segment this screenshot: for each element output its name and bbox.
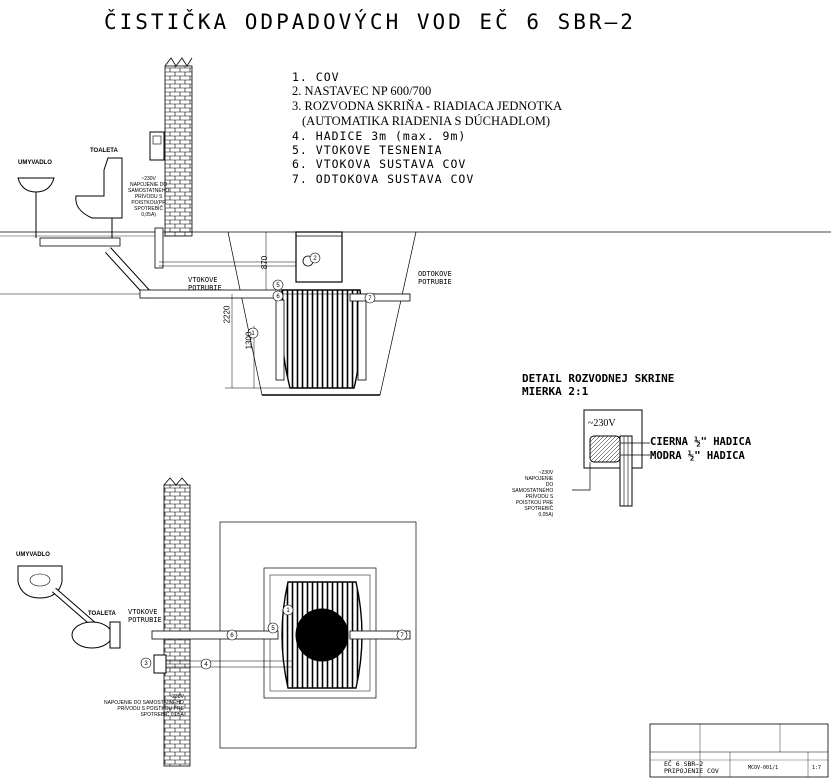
title-block-name-line1: EČ 6 SBR–2 xyxy=(664,760,704,768)
tank-opening xyxy=(295,608,349,662)
plan-label-toaleta: TOALETA xyxy=(88,611,116,617)
title-block-name: EČ 6 SBR–2 PRIPOJENIE COV xyxy=(664,761,719,775)
title-block-sheet: 1:7 xyxy=(812,765,822,771)
inlet-pipe-plan xyxy=(151,630,279,640)
dimension-2220: 2220 xyxy=(222,305,232,324)
label-toaleta: TOALETA xyxy=(90,148,118,154)
detail-voltage: ~230V xyxy=(588,418,616,429)
label-230v-section: ~230V NAPOJENIE DO SAMOSTATNÉHO PRÍVODU … xyxy=(128,176,170,218)
dimension-1300: 1300 xyxy=(244,331,254,350)
hose-riser xyxy=(154,227,164,269)
legend-item: 7. ODTOKOVA SUSTAVA COV xyxy=(292,172,475,186)
svg-text:4: 4 xyxy=(204,662,208,668)
plan-label-230v: ~230V NAPOJENIE DO SAMOSTATNÉHO PRÍVODU … xyxy=(104,694,184,718)
drain-pipe xyxy=(39,237,121,247)
control-box xyxy=(149,131,165,161)
svg-text:6: 6 xyxy=(230,633,234,639)
svg-text:3: 3 xyxy=(144,661,148,667)
blower xyxy=(589,435,621,463)
drawing-title: ČISTIČKA ODPADOVÝCH VOD EČ 6 SBR–2 xyxy=(104,10,636,34)
detail-view xyxy=(572,409,650,507)
title-block-name-line2: PRIPOJENIE COV xyxy=(664,767,719,775)
label-inlet-pipe: VTOKOVE POTRUBIE xyxy=(188,276,222,292)
svg-text:5: 5 xyxy=(276,283,280,289)
title-block xyxy=(649,723,829,778)
plan-label-umyvadlo: UMYVADLO xyxy=(16,552,50,558)
dimension-870: 870 xyxy=(260,255,270,270)
brick-wall xyxy=(164,65,193,237)
title-block-drawing-no: MCOV-001/1 xyxy=(748,765,779,771)
svg-text:2: 2 xyxy=(313,256,317,262)
detail-blue-hose: MODRA ½" HADICA xyxy=(650,450,745,462)
washbasin xyxy=(17,177,55,193)
svg-text:6: 6 xyxy=(276,294,280,300)
legend-item: (AUTOMATIKA RIADENIA S DÚCHADLOM) xyxy=(302,114,551,128)
legend-item: 2. NASTAVEC NP 600/700 xyxy=(292,84,432,98)
legend-item: 3. ROZVODNA SKRIŇA - RIADIACA JEDNOTKA xyxy=(292,99,563,113)
detail-title-line1: DETAIL ROZVODNEJ SKRINE xyxy=(522,372,675,385)
detail-black-hose: CIERNA ½" HADICA xyxy=(650,436,752,448)
control-box-plan xyxy=(153,654,167,674)
section-view: 2 1 5 6 7 xyxy=(0,57,831,396)
plan-label-inlet-pipe: VTOKOVE POTRUBIE xyxy=(128,608,162,624)
toilet-plan xyxy=(71,621,113,649)
svg-text:5: 5 xyxy=(271,626,275,632)
svg-text:7: 7 xyxy=(400,633,404,639)
legend-item: 6. VTOKOVA SUSTAVA COV xyxy=(292,157,467,171)
svg-text:1: 1 xyxy=(251,331,255,337)
sbr-tank xyxy=(280,289,363,389)
svg-text:1: 1 xyxy=(286,608,290,614)
label-umyvadlo: UMYVADLO xyxy=(18,160,52,166)
toilet xyxy=(75,157,123,219)
detail-title: DETAIL ROZVODNEJ SKRINE MIERKA 2:1 xyxy=(522,372,674,398)
legend-item: 5. VTOKOVE TESNENIA xyxy=(292,143,443,157)
detail-title-line2: MIERKA 2:1 xyxy=(522,385,589,398)
outlet-pipe xyxy=(349,293,411,302)
legend-item: 1. COV xyxy=(292,70,340,84)
legend-item: 4. HADICE 3m (max. 9m) xyxy=(292,129,467,143)
brick-wall-plan xyxy=(163,484,191,767)
washbasin-plan xyxy=(17,565,63,599)
plan-view: 1 6 5 4 3 7 xyxy=(17,477,417,767)
detail-note: ~230V NAPOJENIE DO SAMOSTATNÉHO PRÍVODU … xyxy=(512,470,554,518)
outlet-pipe-plan xyxy=(349,630,411,640)
svg-text:7: 7 xyxy=(368,296,372,302)
label-outlet-pipe: ODTOKOVE POTRUBIE xyxy=(418,270,452,286)
